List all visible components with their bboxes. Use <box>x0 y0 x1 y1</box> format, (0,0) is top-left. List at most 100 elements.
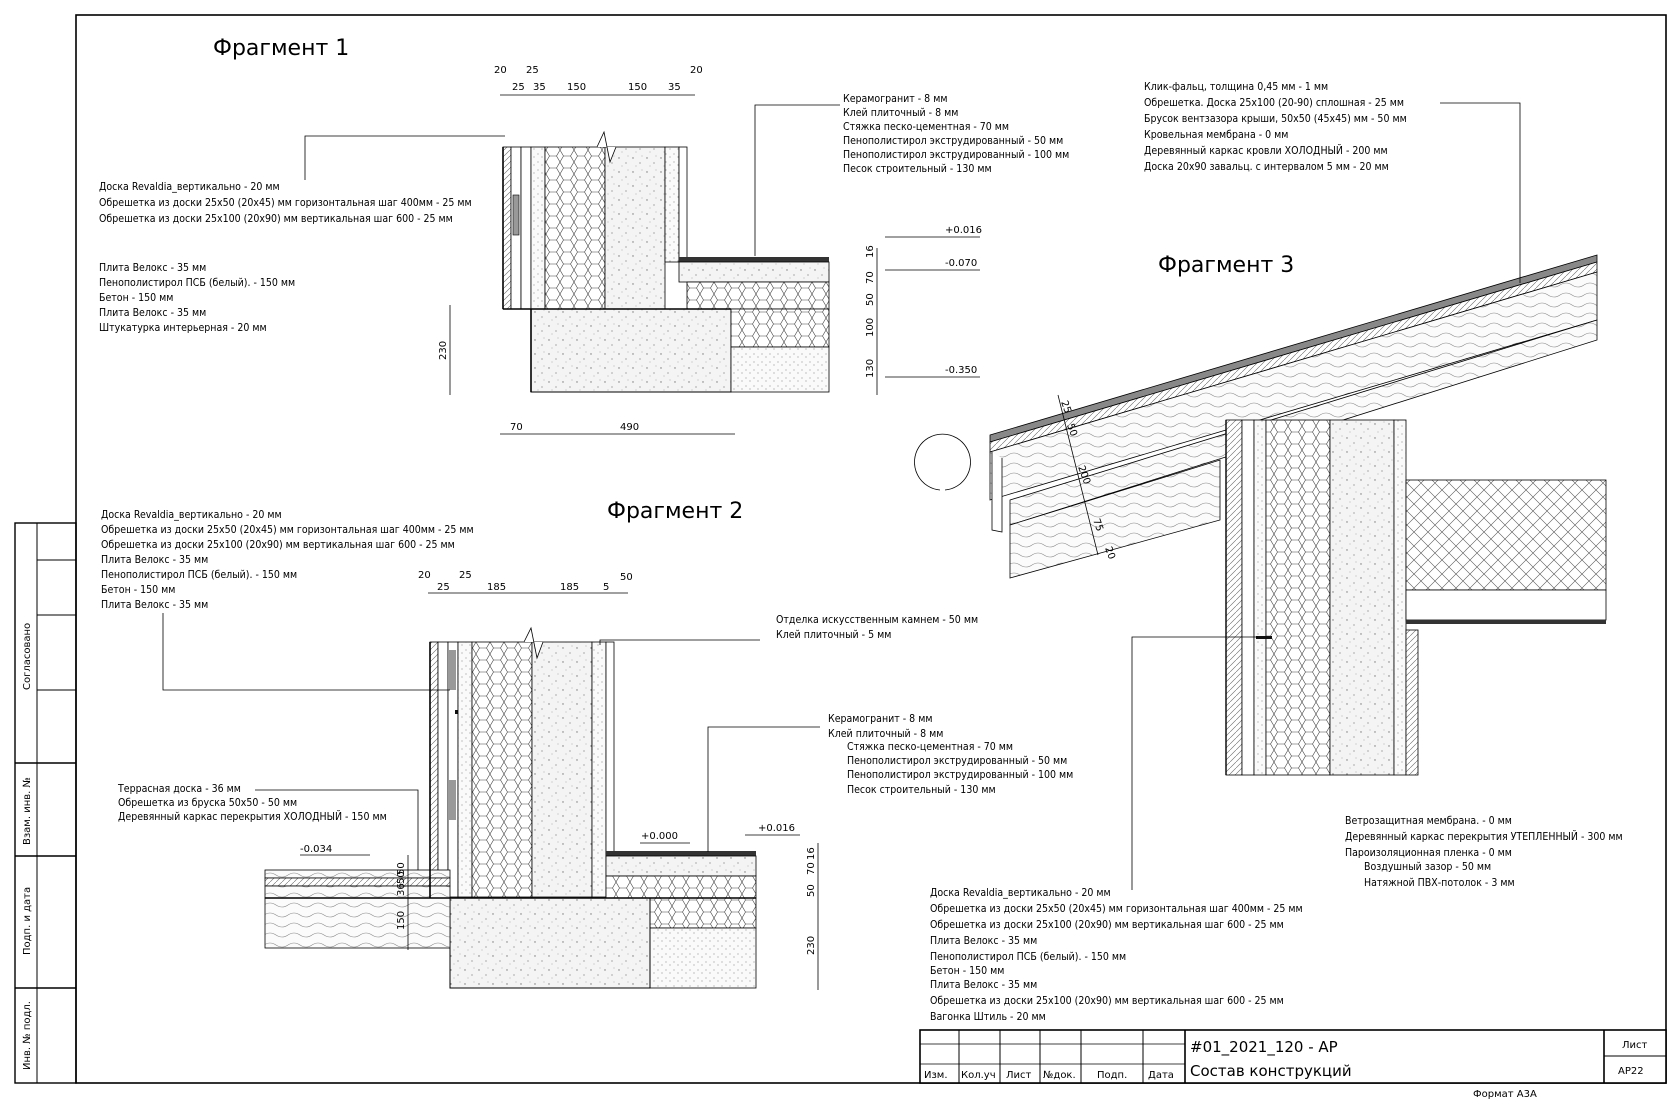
f3-dim-75: 75 <box>1090 517 1105 533</box>
f3-roof-2: Обрешетка. Доска 25х100 (20-90) сплошная… <box>1144 97 1404 109</box>
f1-dim-16: 16 <box>865 245 876 258</box>
f1-dim-70: 70 <box>510 422 523 433</box>
f3-ceiling-labels: Ветрозащитная мембрана. - 0 мм Деревянны… <box>1345 815 1623 889</box>
f2-terrace-1: Террасная доска - 36 мм <box>117 783 241 795</box>
f3-wall-5: Пенополистирол ПСБ (белый). - 150 мм <box>930 951 1126 963</box>
tb-sheet-label: Лист <box>1622 1040 1648 1051</box>
f2-floor-5: Пенополистирол экструдированный - 100 мм <box>847 769 1073 781</box>
f3-wall-labels: Доска Revaldia_вертикально - 20 мм Обреш… <box>930 887 1303 1023</box>
f3-roof-3: Брусок вентзазора крыши, 50х50 (45х45) м… <box>1144 113 1407 125</box>
tb-format: Формат А3А <box>1473 1089 1537 1100</box>
f1-wall-7: Плита Велокс - 35 мм <box>99 307 206 319</box>
f3-wall-3: Обрешетка из доски 25х100 (20х90) мм вер… <box>930 919 1284 931</box>
f2-stone-1: Отделка искусственным камнем - 50 мм <box>776 614 978 626</box>
stamp-sign-date: Подп. и дата <box>22 887 33 955</box>
tb-col-change: Изм. <box>924 1070 948 1081</box>
f3-dim-25: 25 <box>1058 399 1073 415</box>
f1-dim-490: 490 <box>620 422 639 433</box>
f2-dim-r16: 16 <box>806 847 817 860</box>
tb-col-date: Дата <box>1148 1070 1174 1081</box>
f3-ceiling-4: Воздушный зазор - 50 мм <box>1364 861 1491 873</box>
fragment-3-leaders <box>1131 102 1521 890</box>
f2-stone-2: Клей плиточный - 5 мм <box>776 629 891 641</box>
f2-wall-4: Плита Велокс - 35 мм <box>101 554 208 566</box>
tb-col-count: Кол.уч <box>961 1070 996 1081</box>
f1-dim-130: 130 <box>865 359 876 378</box>
f1-dim-35a: 35 <box>533 82 546 93</box>
f1-floor-2: Клей плиточный - 8 мм <box>843 107 958 119</box>
f2-floor-1: Керамогранит - 8 мм <box>828 713 932 725</box>
f3-ceiling-5: Натяжной ПВХ-потолок - 3 мм <box>1364 877 1515 889</box>
f3-wall-4: Плита Велокс - 35 мм <box>930 935 1037 947</box>
f2-dim-185b: 185 <box>560 582 579 593</box>
f1-level-1: +0.016 <box>945 225 982 236</box>
f3-roof-6: Доска 20х90 завальц. с интервалом 5 мм -… <box>1144 161 1389 173</box>
f1-dim-20a: 20 <box>494 65 507 76</box>
f2-dim-l50b: 50 <box>396 871 407 884</box>
fragment-1-title: Фрагмент 1 <box>213 36 349 61</box>
fragment-3-title: Фрагмент 3 <box>1158 253 1294 278</box>
f2-dim-r230: 230 <box>806 936 817 955</box>
f1-wall-6: Бетон - 150 мм <box>99 292 173 304</box>
f1-floor-1: Керамогранит - 8 мм <box>843 93 947 105</box>
f2-terrace-3: Деревянный каркас перекрытия ХОЛОДНЫЙ - … <box>118 810 387 823</box>
f3-ceiling-3: Пароизоляционная пленка - 0 мм <box>1345 847 1512 859</box>
f1-wall-4: Плита Велокс - 35 мм <box>99 262 206 274</box>
f2-dim-r70: 70 <box>806 862 817 875</box>
f1-wall-layer-labels: Доска Revaldia_вертикально - 20 мм Обреш… <box>99 181 472 334</box>
f2-dim-l36: 36 <box>396 883 407 896</box>
title-block: Изм. Кол.уч Лист №док. Подп. Дата #01_20… <box>919 1029 1667 1100</box>
tb-name: Состав конструкций <box>1190 1062 1352 1080</box>
f2-wall-2: Обрешетка из доски 25х50 (20х45) мм гори… <box>101 524 474 536</box>
fragment-2-dimensions: 20 25 25 185 185 5 50 50 36 50 150 16 70… <box>300 570 819 990</box>
tb-sheet-number: АР22 <box>1618 1066 1644 1077</box>
f1-dim-25b: 25 <box>526 65 539 76</box>
f2-dim-5: 5 <box>603 582 609 593</box>
f3-roof-labels: Клик-фальц, толщина 0,45 мм - 1 мм Обреш… <box>1144 81 1407 173</box>
f3-dim-20: 20 <box>1102 545 1117 561</box>
f2-wall-7: Плита Велокс - 35 мм <box>101 599 208 611</box>
f2-wall-1: Доска Revaldia_вертикально - 20 мм <box>101 509 282 521</box>
f3-dim-50: 50 <box>1064 422 1079 438</box>
f2-floor-3: Стяжка песко-цементная - 70 мм <box>847 741 1013 753</box>
f3-ceiling-1: Ветрозащитная мембрана. - 0 мм <box>1345 815 1512 827</box>
fragment-1-drawing <box>502 130 830 393</box>
fragment-3-drawing <box>914 254 1607 776</box>
f1-wall-3: Обрешетка из доски 25х100 (20х90) мм вер… <box>99 213 453 225</box>
tb-col-sheet: Лист <box>1006 1070 1032 1081</box>
f2-terrace-labels: Террасная доска - 36 мм Обрешетка из бру… <box>117 783 387 823</box>
stamp-inv: Инв. № подл. <box>22 1001 33 1070</box>
f3-wall-2: Обрешетка из доски 25х50 (20х45) мм гори… <box>930 903 1303 915</box>
f1-floor-6: Песок строительный - 130 мм <box>843 163 992 175</box>
f3-roof-4: Кровельная мембрана - 0 мм <box>1144 129 1288 141</box>
f1-wall-5: Пенополистирол ПСБ (белый). - 150 мм <box>99 277 295 289</box>
f3-wall-7: Плита Велокс - 35 мм <box>930 979 1037 991</box>
fragment-1-dimensions: 20 25 25 35 150 150 35 20 230 70 490 16 … <box>438 65 982 435</box>
f3-roof-5: Деревянный каркас кровли ХОЛОДНЫЙ - 200 … <box>1144 144 1388 157</box>
f2-dim-50: 50 <box>620 572 633 583</box>
f2-dim-25a: 25 <box>437 582 450 593</box>
f1-floor-3: Стяжка песко-цементная - 70 мм <box>843 121 1009 133</box>
f3-wall-1: Доска Revaldia_вертикально - 20 мм <box>930 887 1111 899</box>
f1-dim-25a: 25 <box>512 82 525 93</box>
f2-floor-2: Клей плиточный - 8 мм <box>828 728 943 740</box>
f1-dim-20b: 20 <box>690 65 703 76</box>
f2-level-3: +0.016 <box>758 823 795 834</box>
f1-dim-150a: 150 <box>567 82 586 93</box>
f2-wall-layer-labels: Доска Revaldia_вертикально - 20 мм Обреш… <box>101 509 474 611</box>
f1-dim-35b: 35 <box>668 82 681 93</box>
f1-dim-100: 100 <box>865 318 876 337</box>
f1-floor-layer-labels: Керамогранит - 8 мм Клей плиточный - 8 м… <box>843 93 1069 175</box>
side-stamp: Согласовано Взам. инв. № Подп. и дата Ин… <box>14 522 77 1084</box>
f2-dim-l150: 150 <box>396 911 407 930</box>
f2-level-2: +0.000 <box>641 831 678 842</box>
f1-dim-50: 50 <box>865 293 876 306</box>
f1-dim-70b: 70 <box>865 271 876 284</box>
f1-floor-5: Пенополистирол экструдированный - 100 мм <box>843 149 1069 161</box>
f2-dim-r50: 50 <box>806 884 817 897</box>
f2-level-1: -0.034 <box>300 844 332 855</box>
f1-level-2: -0.070 <box>945 258 977 269</box>
f1-level-3: -0.350 <box>945 365 977 376</box>
stamp-replace: Взам. инв. № <box>22 777 33 845</box>
